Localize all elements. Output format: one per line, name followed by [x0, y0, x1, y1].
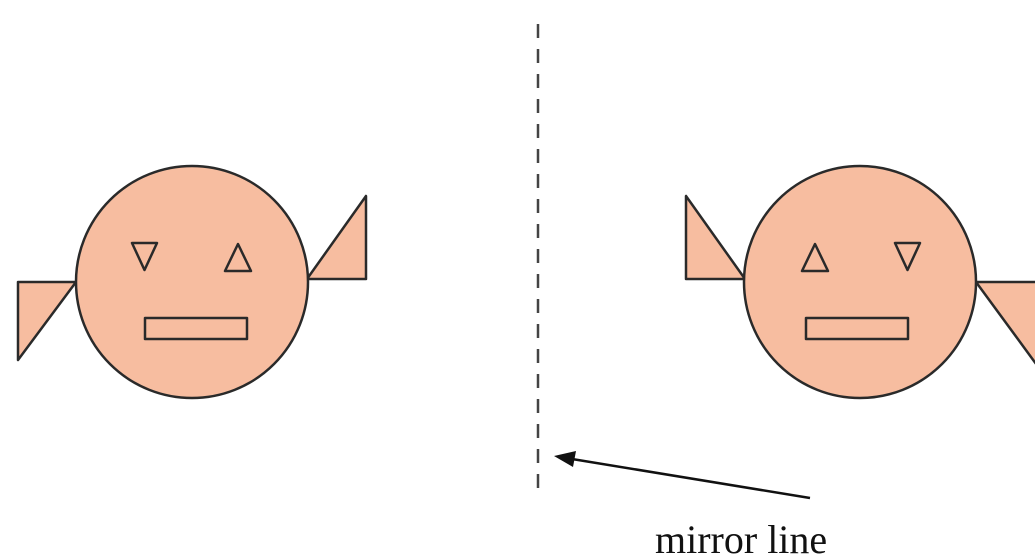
mirror-line-label: mirror line	[655, 517, 827, 559]
right-face-head	[744, 166, 976, 398]
left-face-mouth	[145, 318, 247, 339]
pointer-arrow	[554, 451, 810, 498]
right-face	[686, 166, 1035, 398]
right-face-right-ear	[976, 282, 1035, 372]
right-face-left-ear	[686, 196, 745, 279]
left-face-right-ear	[307, 196, 366, 279]
left-face-left-ear	[18, 282, 76, 360]
right-face-mouth	[806, 318, 908, 339]
left-face-head	[76, 166, 308, 398]
arrow-head	[554, 451, 576, 467]
left-face	[18, 166, 366, 398]
